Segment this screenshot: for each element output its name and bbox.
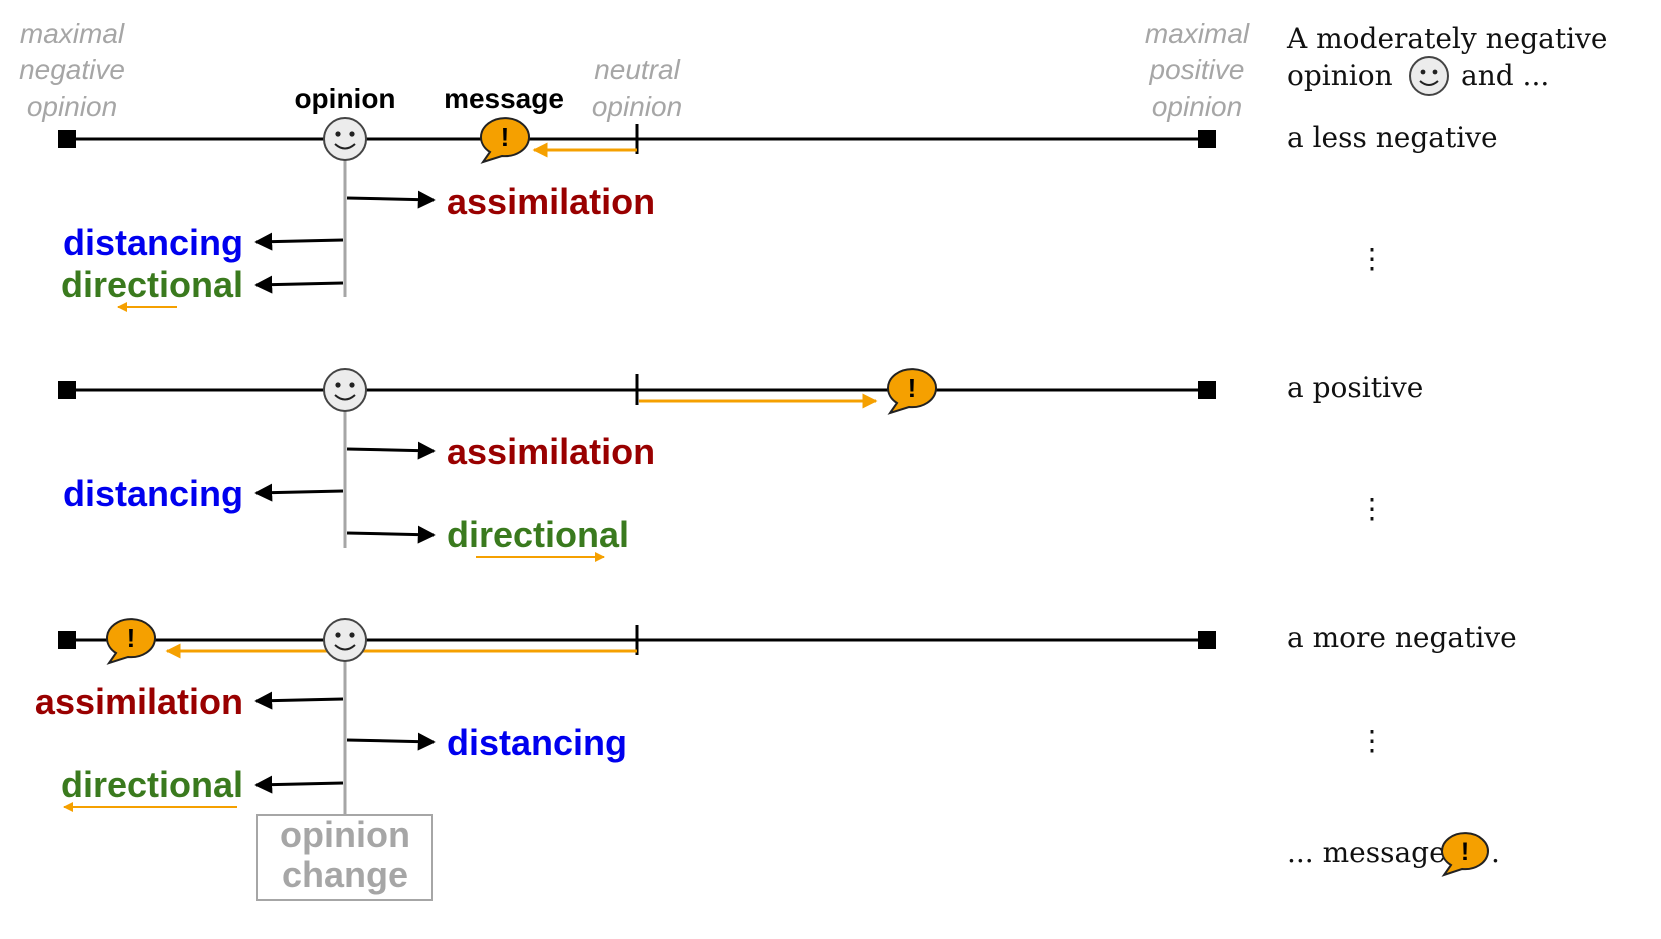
- message-glyph: !: [1461, 838, 1469, 866]
- row-1: ! assimilation distancing directional: [58, 117, 1216, 312]
- row-2: ! assimilation distancing directional: [58, 368, 1216, 562]
- side-ellipsis: ⋮: [1358, 724, 1386, 757]
- exclamation-bubble-icon: !: [105, 618, 156, 665]
- effect-label-directional: directional: [61, 764, 243, 805]
- side-text-row-1: a less negative: [1287, 121, 1498, 154]
- side-intro-line1: A moderately negative: [1286, 22, 1607, 55]
- side-text-row-2: a positive: [1287, 371, 1423, 404]
- axis-label-line: opinion: [592, 91, 682, 122]
- effect-arrow-left: [254, 775, 344, 794]
- exclamation-bubble-icon: !: [886, 368, 937, 415]
- effect-arrow-left: [254, 483, 344, 502]
- side-ellipsis: ⋮: [1358, 242, 1386, 275]
- smiley-icon: [1409, 56, 1449, 96]
- axis-endpoint-negative: [58, 631, 76, 649]
- row-3: ! assimilation distancing directional op…: [35, 618, 1216, 901]
- effect-label-directional: directional: [447, 514, 629, 555]
- effect-arrow-left: [254, 275, 344, 294]
- side-ellipsis: ⋮: [1358, 492, 1386, 525]
- axis-label-line: positive: [1149, 54, 1245, 85]
- effect-label-distancing: distancing: [447, 722, 627, 763]
- effect-label-assimilation: assimilation: [447, 431, 655, 472]
- exclamation-bubble-icon: !: [479, 117, 530, 164]
- axis-label-line: opinion: [27, 91, 117, 122]
- axis-endpoint-positive: [1198, 381, 1216, 399]
- side-annotations: A moderately negative opinion and ... a …: [1286, 22, 1607, 877]
- axis-endpoint-positive: [1198, 631, 1216, 649]
- message-glyph: !: [908, 373, 917, 403]
- smiley-icon: [323, 368, 367, 412]
- effect-label-distancing: distancing: [63, 222, 243, 263]
- message-glyph: !: [127, 623, 136, 653]
- opinion-change-box: opinion change: [256, 814, 433, 901]
- axis-label-max-negative: maximal negative opinion: [19, 18, 125, 122]
- axis-endpoint-positive: [1198, 130, 1216, 148]
- axis-label-neutral: neutral opinion: [592, 54, 682, 122]
- effect-arrow-left: [254, 232, 344, 251]
- axis-label-line: negative: [19, 54, 125, 85]
- side-text-row-3: a more negative: [1287, 621, 1517, 654]
- effect-label-assimilation: assimilation: [447, 181, 655, 222]
- effect-arrow-left: [254, 691, 344, 710]
- axis-label-max-positive: maximal positive opinion: [1145, 18, 1250, 122]
- message-glyph: !: [501, 122, 510, 152]
- side-intro-line2-post: and ...: [1461, 59, 1549, 92]
- exclamation-bubble-icon: !: [1440, 832, 1489, 877]
- axis-label-line: opinion: [1152, 91, 1242, 122]
- effect-label-distancing: distancing: [63, 473, 243, 514]
- axis-endpoint-negative: [58, 381, 76, 399]
- axis-label-line: neutral: [594, 54, 680, 85]
- effect-arrow-right: [346, 732, 436, 751]
- effect-arrow-right: [346, 525, 436, 544]
- effect-arrow-right: [346, 190, 436, 209]
- axis-label-line: maximal: [1145, 18, 1250, 49]
- side-intro-line2-pre: opinion: [1287, 59, 1393, 92]
- header-message: message: [444, 83, 564, 114]
- smiley-icon: [323, 117, 367, 161]
- side-outro-pre: ... message: [1287, 836, 1446, 869]
- effect-label-directional: directional: [61, 264, 243, 305]
- effect-label-assimilation: assimilation: [35, 681, 243, 722]
- opinion-change-line: change: [282, 854, 408, 895]
- axis-endpoint-negative: [58, 130, 76, 148]
- axis-label-line: maximal: [20, 18, 125, 49]
- opinion-change-line: opinion: [280, 814, 410, 855]
- side-outro-post: .: [1491, 836, 1500, 869]
- header-opinion: opinion: [294, 83, 395, 114]
- smiley-icon: [323, 618, 367, 662]
- effect-arrow-right: [346, 441, 436, 460]
